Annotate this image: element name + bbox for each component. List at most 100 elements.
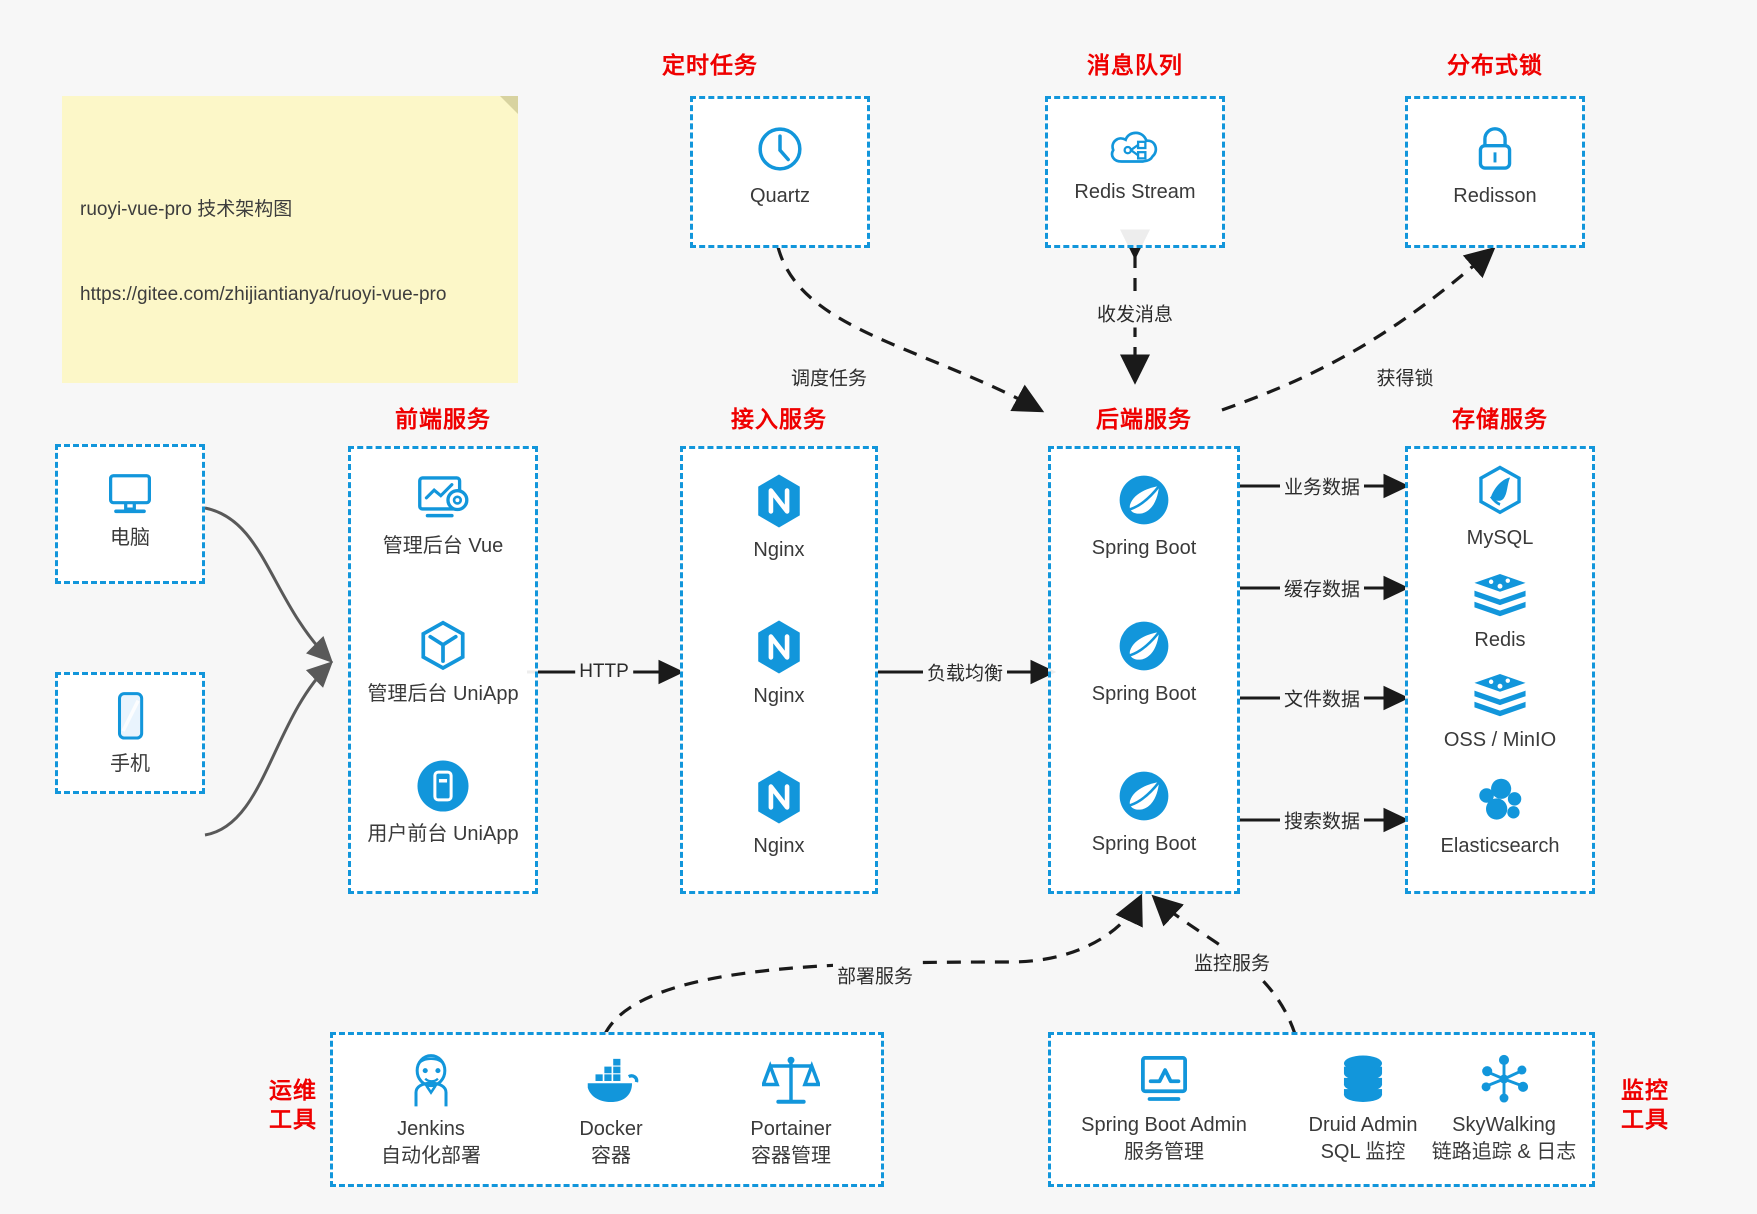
group-title-storage: 存储服务 <box>1452 406 1548 432</box>
mobile-app-icon <box>417 760 469 812</box>
node-jenkins[interactable]: Jenkins 自动化部署 <box>343 1051 519 1170</box>
node-sublabel: 容器 <box>591 1145 631 1167</box>
node-label: Elasticsearch <box>1440 835 1560 857</box>
node-spring-boot-admin[interactable]: Spring Boot Admin 服务管理 <box>1059 1051 1269 1166</box>
node-label: Nginx <box>753 539 805 561</box>
diagram-note: ruoyi-vue-pro 技术架构图 https://gitee.com/zh… <box>62 96 518 383</box>
node-spring-boot-2[interactable]: Spring Boot <box>1051 617 1237 707</box>
group-title-scheduler: 定时任务 <box>662 52 758 78</box>
group-box-mq: Redis Stream <box>1045 96 1225 248</box>
node-label: 手机 <box>110 753 150 775</box>
node-spring-boot-3[interactable]: Spring Boot <box>1051 767 1237 857</box>
group-title-gateway: 接入服务 <box>731 406 827 432</box>
node-label: Quartz <box>749 185 811 207</box>
node-redis-stream[interactable]: Redis Stream <box>1048 121 1222 205</box>
dashboard-gear-icon <box>418 476 469 518</box>
node-admin-uniapp[interactable]: 管理后台 UniApp <box>351 617 535 707</box>
group-box-monitor: Spring Boot Admin 服务管理 Druid Admin SQL 监… <box>1048 1032 1595 1187</box>
group-box-lock: Redisson <box>1405 96 1585 248</box>
group-title-lock: 分布式锁 <box>1447 52 1543 78</box>
edge-label-file-data: 文件数据 <box>1279 683 1365 713</box>
nginx-icon <box>758 770 800 824</box>
node-mobile[interactable]: 手机 <box>58 689 202 777</box>
desktop-icon <box>109 474 151 514</box>
spring-boot-icon <box>1119 621 1169 671</box>
node-label: OSS / MinIO <box>1443 729 1557 751</box>
edge-label-load-balance: 负载均衡 <box>922 657 1008 687</box>
edge-label-schedule-task: 调度任务 <box>786 362 872 392</box>
node-user-uniapp[interactable]: 用户前台 UniApp <box>351 757 535 847</box>
node-docker[interactable]: Docker 容器 <box>523 1051 699 1170</box>
database-icon <box>1343 1055 1383 1102</box>
group-box-backend: Spring Boot Spring Boot Spring Boot <box>1048 446 1240 894</box>
edge-label-send-receive-message: 收发消息 <box>1092 298 1178 328</box>
group-box-gateway: Nginx Nginx Nginx <box>680 446 878 894</box>
node-oss-minio[interactable]: OSS / MinIO <box>1408 667 1592 753</box>
node-druid-admin[interactable]: Druid Admin SQL 监控 <box>1273 1051 1453 1166</box>
node-sublabel: 服务管理 <box>1124 1141 1204 1163</box>
node-skywalking[interactable]: SkyWalking 链路追踪 & 日志 <box>1411 1051 1597 1166</box>
node-label: Jenkins <box>397 1118 465 1140</box>
node-label: Druid Admin <box>1308 1114 1418 1136</box>
node-label: Spring Boot <box>1091 683 1197 705</box>
spring-boot-icon <box>1119 475 1169 525</box>
node-label: 管理后台 UniApp <box>367 683 519 705</box>
redis-icon <box>1474 674 1526 717</box>
cloud-stream-icon <box>1110 131 1158 163</box>
scales-icon <box>762 1056 820 1104</box>
group-box-scheduler: Quartz <box>690 96 870 248</box>
hexagon-cube-icon <box>421 620 465 671</box>
node-redisson[interactable]: Redisson <box>1408 121 1582 209</box>
node-spring-boot-1[interactable]: Spring Boot <box>1051 471 1237 561</box>
node-label: Docker <box>579 1118 643 1140</box>
node-label: Nginx <box>753 685 805 707</box>
node-sublabel: 容器管理 <box>751 1145 831 1167</box>
node-mysql[interactable]: MySQL <box>1408 463 1592 551</box>
redis-icon <box>1474 574 1526 617</box>
clock-icon <box>758 127 802 171</box>
node-label: Nginx <box>753 835 805 857</box>
node-portainer[interactable]: Portainer 容器管理 <box>703 1051 879 1170</box>
group-box-frontend: 管理后台 Vue 管理后台 UniApp 用户前台 UniApp <box>348 446 538 894</box>
group-title-frontend: 前端服务 <box>395 406 491 432</box>
jenkins-icon <box>414 1054 448 1107</box>
edge-label-cache-data: 缓存数据 <box>1279 573 1365 603</box>
lock-icon <box>1478 127 1512 170</box>
spring-boot-icon <box>1119 771 1169 821</box>
edge-label-acquire-lock: 获得锁 <box>1372 362 1438 392</box>
node-redis[interactable]: Redis <box>1408 567 1592 653</box>
node-label: Redisson <box>1453 185 1537 207</box>
node-elasticsearch[interactable]: Elasticsearch <box>1408 773 1592 859</box>
note-url: https://gitee.com/zhijiantianya/ruoyi-vu… <box>80 284 447 305</box>
mysql-icon <box>1479 465 1521 515</box>
monitor-chart-icon <box>1141 1055 1187 1101</box>
group-box-client-mobile: 手机 <box>55 672 205 794</box>
node-nginx-2[interactable]: Nginx <box>683 617 875 709</box>
note-fold-corner <box>500 96 518 114</box>
group-box-client-desktop: 电脑 <box>55 444 205 584</box>
node-sublabel: SQL 监控 <box>1320 1141 1406 1163</box>
node-desktop[interactable]: 电脑 <box>58 467 202 551</box>
nginx-icon <box>758 620 800 674</box>
edge-label-monitor-service: 监控服务 <box>1189 947 1275 977</box>
docker-icon <box>587 1058 639 1103</box>
node-nginx-1[interactable]: Nginx <box>683 471 875 563</box>
note-title: ruoyi-vue-pro 技术架构图 <box>80 198 293 220</box>
node-label: Portainer <box>750 1118 832 1140</box>
node-label: Redis Stream <box>1074 181 1196 203</box>
group-box-storage: MySQL Redis OSS / MinIO <box>1405 446 1595 894</box>
group-title-mq: 消息队列 <box>1087 52 1183 78</box>
node-label: MySQL <box>1466 527 1534 549</box>
node-label: 用户前台 UniApp <box>367 823 519 845</box>
node-label: 管理后台 Vue <box>382 535 504 557</box>
node-sublabel: 链路追踪 & 日志 <box>1431 1141 1577 1163</box>
node-label: SkyWalking <box>1452 1114 1556 1136</box>
node-quartz[interactable]: Quartz <box>693 121 867 209</box>
nginx-icon <box>758 474 800 528</box>
group-title-monitor: 监控 工具 <box>1621 1077 1669 1132</box>
node-admin-vue[interactable]: 管理后台 Vue <box>351 471 535 559</box>
edge-label-http: HTTP <box>575 660 633 684</box>
node-nginx-3[interactable]: Nginx <box>683 767 875 859</box>
group-title-backend: 后端服务 <box>1096 406 1192 432</box>
